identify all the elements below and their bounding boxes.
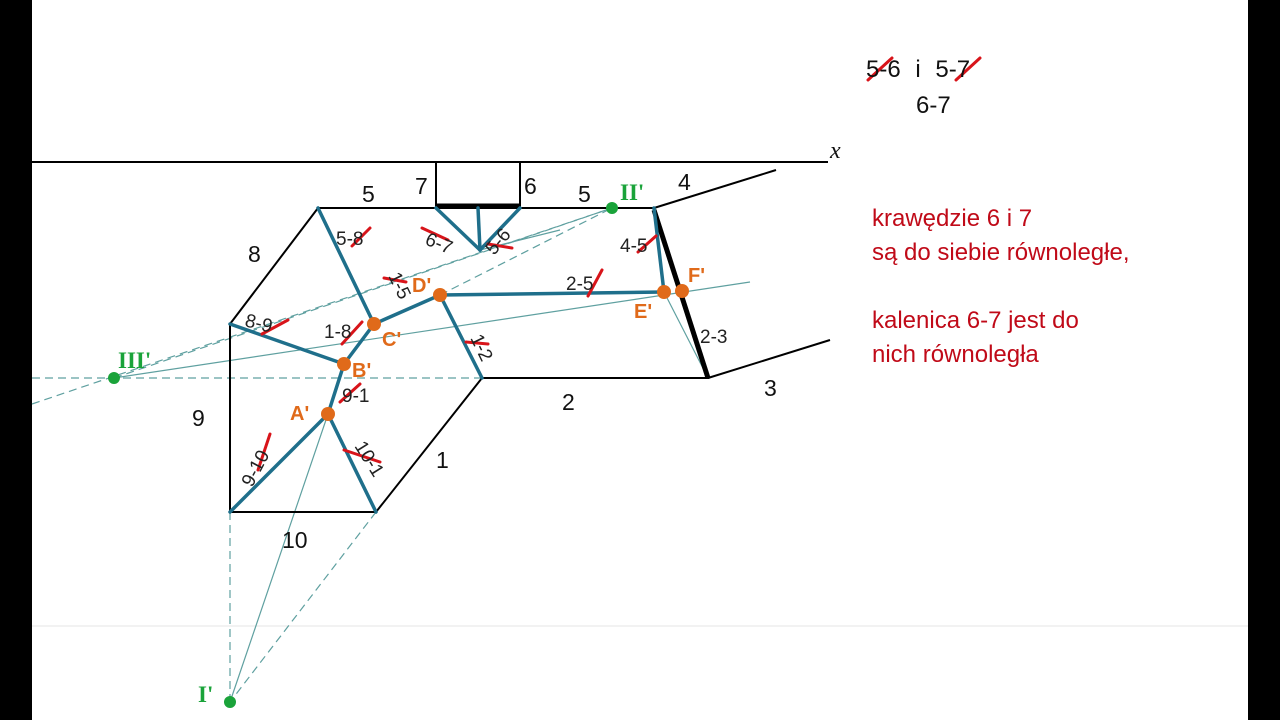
point-label-a: A' xyxy=(290,403,309,425)
explanation-line-3: kalenica 6-7 jest do xyxy=(872,307,1079,334)
vanishing-label-i: I' xyxy=(198,682,213,707)
construction-line xyxy=(439,207,613,296)
edge-label-6: 6 xyxy=(524,173,537,199)
ridge-label-5-6: 5-6 xyxy=(482,225,516,260)
edge-label-8: 8 xyxy=(248,241,261,267)
vanishing-points: I' II' III' xyxy=(108,180,644,708)
explanation-block: krawędzie 6 i 7 są do siebie równoległe,… xyxy=(872,202,1130,372)
edge-label-7: 7 xyxy=(415,173,428,199)
construction-line xyxy=(113,207,613,379)
point-f xyxy=(675,284,689,298)
vanishing-point-iii xyxy=(108,372,120,384)
ridge-8-9 xyxy=(228,322,346,366)
strike-mark xyxy=(486,242,514,250)
strike-mark xyxy=(340,320,364,346)
roof-lines xyxy=(228,206,666,514)
edge-3 xyxy=(707,339,831,379)
strike-marks xyxy=(256,56,982,472)
ridge-label-9-10: 9-10 xyxy=(238,447,274,490)
edge-label-3: 3 xyxy=(764,375,777,401)
top-note-5-6: 5-6 xyxy=(866,56,901,83)
ridge-9-10 xyxy=(228,412,330,514)
point-a xyxy=(321,407,335,421)
top-note-5-7: 5-7 xyxy=(935,56,971,83)
construction-line xyxy=(229,511,377,703)
edge-4 xyxy=(653,169,777,209)
edge-label-1: 1 xyxy=(436,447,449,473)
vanishing-label-iii: III' xyxy=(118,348,151,373)
ridge-label-1-8: 1-8 xyxy=(324,322,351,343)
notch-rectangle xyxy=(435,161,521,209)
edge-label-9: 9 xyxy=(192,405,205,431)
vanishing-point-i xyxy=(224,696,236,708)
explanation-line-2: są do siebie równoległe, xyxy=(872,239,1130,266)
top-note-line2: 6-7 xyxy=(916,92,951,119)
ridge-4-5 xyxy=(652,206,666,294)
strike-mark xyxy=(342,448,382,464)
ridge-labels: 5-8 6-7 5-6 4-5 1-5 2-5 1-8 8-9 1-2 9-1 … xyxy=(238,225,728,491)
strike-mark xyxy=(464,340,490,346)
explanation-spacer xyxy=(872,270,1130,304)
ridge-1-5 xyxy=(372,293,442,326)
point-e xyxy=(657,285,671,299)
point-label-e: E' xyxy=(634,301,652,323)
ridge-label-5-8: 5-8 xyxy=(336,229,363,250)
ridge-label-6-7: 6-7 xyxy=(422,229,455,259)
ridge-label-8-9: 8-9 xyxy=(243,310,275,337)
strike-mark xyxy=(382,276,408,284)
strike-mark xyxy=(260,318,290,336)
edge-label-4: 4 xyxy=(678,169,691,195)
ridge-6-7-right xyxy=(478,206,522,252)
point-c xyxy=(367,317,381,331)
strike-mark xyxy=(256,432,272,472)
ridge-label-9-1: 9-1 xyxy=(342,386,369,407)
edge-label-5-right: 5 xyxy=(578,181,591,207)
construction-line xyxy=(229,413,329,703)
edge-labels: 1 2 3 4 5 5 6 7 8 9 10 xyxy=(192,169,777,553)
edge-label-5-left: 5 xyxy=(362,181,375,207)
construction-line xyxy=(479,229,561,251)
ridge-9-1 xyxy=(326,362,346,416)
ridge-10-1 xyxy=(326,412,378,514)
intersection-points: A' B' C' D' E' F' xyxy=(290,265,705,425)
ridge-label-1-2: 1-2 xyxy=(466,331,497,365)
strike-mark xyxy=(954,56,982,82)
strike-mark xyxy=(338,382,362,404)
point-label-f: F' xyxy=(688,265,705,287)
ridge-6-7-center xyxy=(476,206,482,252)
explanation-line-1: krawędzie 6 i 7 xyxy=(872,205,1033,232)
point-d xyxy=(433,288,447,302)
ridge-label-2-3: 2-3 xyxy=(700,327,727,348)
edge-label-2: 2 xyxy=(562,389,575,415)
construction-line xyxy=(113,281,751,379)
strike-mark xyxy=(866,56,894,82)
axis-label-x: x xyxy=(829,138,841,164)
ridge-label-10-1: 10-1 xyxy=(350,438,388,481)
strike-mark xyxy=(420,226,450,242)
point-label-d: D' xyxy=(412,275,431,297)
point-label-b: B' xyxy=(352,360,371,382)
ridge-6-7-left xyxy=(434,206,482,252)
ridge-label-1-5: 1-5 xyxy=(384,269,415,303)
vanishing-point-ii xyxy=(606,202,618,214)
ridge-1-2 xyxy=(438,293,484,380)
construction-line xyxy=(663,291,709,379)
point-label-c: C' xyxy=(382,329,401,351)
explanation-line-4: nich równoległa xyxy=(872,341,1039,368)
strike-mark xyxy=(636,234,658,254)
strike-mark xyxy=(350,226,372,248)
ridge-1-8 xyxy=(342,322,376,366)
point-b xyxy=(337,357,351,371)
top-note-and: i xyxy=(915,56,921,83)
ridge-2-5 xyxy=(438,290,666,297)
vanishing-label-ii: II' xyxy=(620,180,644,205)
strike-mark xyxy=(586,268,604,298)
ridge-5-8 xyxy=(316,206,376,326)
edge-label-10: 10 xyxy=(282,527,308,553)
top-note-line1: 5-6 i 5-7 xyxy=(866,56,970,84)
ridge-label-4-5: 4-5 xyxy=(620,236,647,257)
ridge-label-2-5: 2-5 xyxy=(566,274,593,295)
